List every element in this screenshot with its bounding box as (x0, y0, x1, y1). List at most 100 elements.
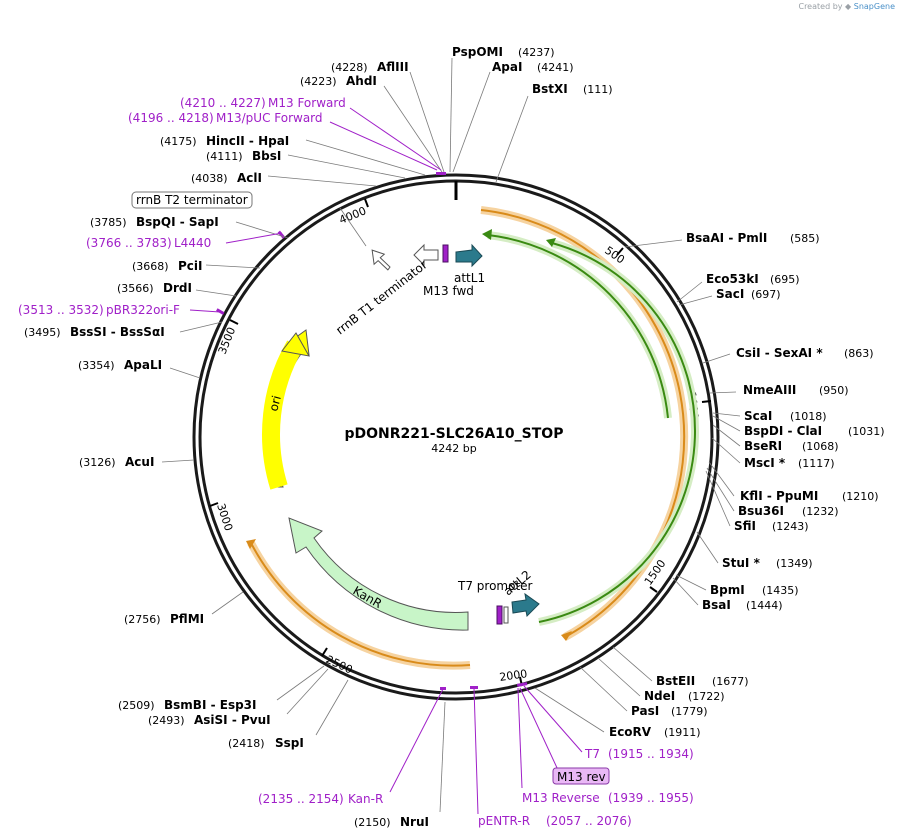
rrnb-t2-label: rrnB T2 terminator (136, 193, 248, 207)
site-pos-pflmi: (2756) (124, 613, 161, 626)
site-name-sspi: SspI (275, 736, 304, 750)
rrnb-t1-arrow[interactable] (413, 243, 439, 267)
acui-leader (161, 459, 195, 463)
sspi-leader (315, 679, 349, 736)
site-name-nrui: NruI (400, 815, 429, 829)
bsssi-leader (179, 321, 223, 333)
site-pos-nrui: (2150) (354, 816, 391, 829)
site-name-bsteii: BstEII (656, 674, 695, 688)
site-pos-bpmi: (1435) (762, 584, 799, 597)
site-pos-ndei: (1722) (688, 690, 725, 703)
l4440-leader (225, 232, 283, 244)
site-pos-bsu36i: (1232) (802, 505, 839, 518)
primer-name-m13-puc-forward: M13/pUC Forward (216, 111, 323, 125)
site-name-msci: MscI * (744, 456, 786, 470)
site-pos-bseri: (1068) (802, 440, 839, 453)
apai-leader (452, 71, 491, 173)
site-name-kfli: KflI - PpuMI (740, 489, 818, 503)
site-pos-asisi: (2493) (148, 714, 185, 727)
rrnb-t2-arrow[interactable] (369, 246, 391, 273)
site-name-scai: ScaI (744, 409, 772, 423)
rrnb-t1-label: rrnB T1 terminator (333, 258, 430, 338)
site-name-apai: ApaI (492, 60, 522, 74)
stui-leader (696, 531, 719, 564)
attl1-arrow[interactable] (455, 243, 483, 268)
site-pos-apai: (4241) (537, 61, 574, 74)
site-pos-ahdi: (4223) (300, 75, 337, 88)
site-pos-apali: (3354) (78, 359, 115, 372)
site-leaders (161, 57, 741, 813)
pcii-leader (205, 264, 261, 269)
primer-range-pentr-r: (2057 .. 2076) (546, 814, 632, 828)
site-pos-sfii: (1243) (772, 520, 809, 533)
site-pos-csii: (863) (844, 347, 874, 360)
tick-mark-4000 (364, 198, 369, 208)
primer-name-m13-reverse: M13 Reverse (522, 791, 600, 805)
l4440-ring-marker (277, 230, 286, 239)
tick-label-2000: 2000 (499, 667, 529, 684)
pentr-r-ring-marker (470, 686, 478, 689)
primer-range-m13-reverse: (1939 .. 1955) (608, 791, 694, 805)
ecorv-leader (534, 687, 605, 733)
site-name-saci: SacI (716, 287, 744, 301)
site-name-afliii: AflIII (377, 60, 409, 74)
site-name-drdi: DrdI (163, 281, 192, 295)
site-pos-bsssi: (3495) (24, 326, 61, 339)
bsmbi-leader (276, 665, 325, 701)
ori-label: ori (266, 394, 284, 413)
primer-range-t7: (1915 .. 1934) (608, 747, 694, 761)
primer-name-l4440: L4440 (174, 236, 211, 250)
primer-ring-markers (216, 172, 528, 690)
m13-fwd-marker (442, 244, 449, 263)
rrnb-t2-leader (339, 207, 367, 247)
site-name-hincii: HincII - HpaI (206, 134, 289, 148)
attl1-label: attL1 (454, 271, 485, 285)
tick-mark-3500 (229, 319, 239, 325)
kanr-feature[interactable] (288, 517, 469, 631)
site-name-sfii: SfiI (734, 519, 756, 533)
green-feature-track-outer (487, 234, 669, 419)
orange-feature-track-left (250, 542, 471, 667)
bsteii-leader (612, 646, 653, 682)
site-pos-pasi: (1779) (671, 705, 708, 718)
m13-reverse-leader (517, 687, 523, 789)
ndei-leader (597, 657, 641, 697)
site-pos-msci: (1117) (798, 457, 835, 470)
m13-fwd-label: M13 fwd (423, 284, 474, 298)
m13-rev-label-box[interactable] (552, 767, 610, 785)
bspqi-leader (235, 221, 289, 239)
apali-leader (169, 367, 201, 379)
kan-r-leader (389, 688, 444, 793)
site-name-stui: StuI * (722, 556, 761, 570)
attl2-arrow[interactable] (511, 592, 540, 618)
site-pos-bspqi: (3785) (90, 216, 127, 229)
site-name-bsaai: BsaAI - PmlI (686, 231, 767, 245)
primer-range-l4440: (3766 .. 3783) (86, 236, 172, 250)
primer-range-m13-forward: (4210 .. 4227) (180, 96, 266, 110)
site-name-bsai: BsaI (702, 598, 731, 612)
ori-feature-arrowhead (281, 332, 310, 357)
tick-mark-500 (616, 247, 624, 256)
bspdi-leader (712, 415, 741, 432)
t7-promoter-marker[interactable] (503, 606, 509, 624)
bsai-leader (672, 577, 699, 606)
msci-leader (711, 437, 741, 464)
rrnb-t2-label-box[interactable] (131, 191, 253, 209)
m13-forward-ring-marker (436, 172, 446, 175)
sfii-leader (705, 470, 731, 527)
green-feature-halo-outer (487, 231, 672, 419)
site-name-asisi: AsiSI - PvuI (194, 713, 271, 727)
pentr-r-leader (473, 687, 479, 815)
primer-name-pbr322ori-f: pBR322ori-F (106, 303, 180, 317)
site-pos-bsaai: (585) (790, 232, 820, 245)
scai-leader (712, 412, 741, 417)
primer-name-pentr-r: pENTR-R (478, 814, 530, 828)
pspomi-leader (449, 57, 453, 173)
site-name-acui: AcuI (125, 455, 154, 469)
site-pos-bsmbi: (2509) (118, 699, 155, 712)
tick-label-3500: 3500 (216, 325, 239, 356)
green-feature-arrowhead-inner (546, 238, 556, 247)
tick-mark-2500 (321, 647, 328, 657)
site-pos-pspomi: (4237) (518, 46, 555, 59)
